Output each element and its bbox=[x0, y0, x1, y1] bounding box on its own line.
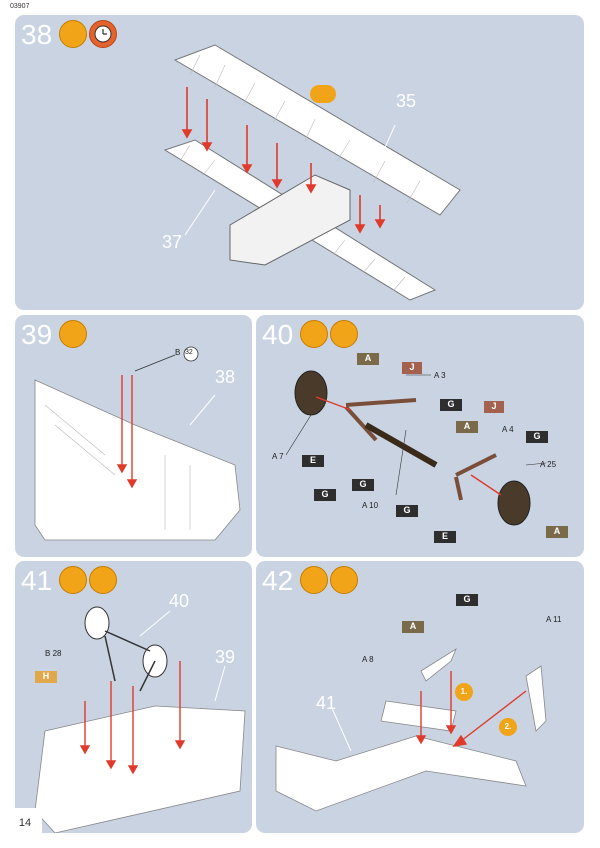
step-41-panel: 41 40 39 B 28 H bbox=[15, 561, 252, 833]
step-40-drawing bbox=[285, 370, 547, 526]
part-a25: A 25 bbox=[540, 460, 557, 469]
part-a8: A 8 bbox=[362, 655, 374, 664]
flag-e-2: E bbox=[434, 531, 456, 543]
step-40-panel: 40 A J G A J G E G G G E A A 3 A 4 A 7 A… bbox=[256, 315, 584, 557]
flag-g-5: G bbox=[396, 505, 418, 517]
part-letter: B bbox=[175, 348, 181, 357]
step-39-drawing bbox=[34, 346, 241, 541]
flag-g-3: G bbox=[352, 479, 374, 491]
step-38-panel: 38 35 bbox=[15, 15, 584, 310]
kit-code: 03907 bbox=[10, 3, 30, 10]
step-39-panel: 39 B 32 38 bbox=[15, 315, 252, 557]
flag-g: G bbox=[440, 399, 462, 411]
flag-g-2: G bbox=[526, 431, 548, 443]
glue-icon bbox=[59, 320, 87, 348]
step-41-drawing bbox=[34, 606, 246, 833]
label-35: 35 bbox=[396, 91, 417, 111]
flag-j: J bbox=[402, 362, 422, 374]
step-38-drawing bbox=[163, 44, 461, 301]
sequence-2: 2. bbox=[499, 718, 517, 736]
flag-a-3: A bbox=[546, 526, 568, 538]
step-42-panel: 42 41 G A A 8 A 11 1. 2. bbox=[256, 561, 584, 833]
label-39: 39 bbox=[215, 647, 236, 667]
glue-icon bbox=[300, 320, 328, 348]
flag-g: G bbox=[456, 594, 478, 606]
flag-e: E bbox=[302, 455, 324, 467]
flag-a: A bbox=[357, 353, 379, 365]
part-a3: A 3 bbox=[434, 371, 446, 380]
flag-a: A bbox=[402, 621, 424, 633]
step-number: 40 bbox=[262, 319, 294, 350]
step-number: 42 bbox=[262, 565, 294, 596]
step-42-drawing bbox=[275, 647, 547, 812]
clock-icon bbox=[89, 20, 117, 48]
step-number: 41 bbox=[21, 565, 53, 596]
part-a4: A 4 bbox=[502, 425, 514, 434]
label-38: 38 bbox=[215, 367, 236, 387]
paintbrush-icon bbox=[330, 566, 358, 594]
flag-g-4: G bbox=[314, 489, 336, 501]
label-41: 41 bbox=[316, 693, 337, 713]
glue-icon bbox=[59, 566, 87, 594]
part-b28: B 28 bbox=[45, 649, 62, 658]
part-a10: A 10 bbox=[362, 501, 379, 510]
page-number: 14 bbox=[8, 808, 42, 838]
label-40: 40 bbox=[169, 591, 190, 611]
step-number: 38 bbox=[21, 19, 53, 50]
part-a11: A 11 bbox=[546, 615, 562, 624]
flag-j-2: J bbox=[484, 401, 504, 413]
flag-a-2: A bbox=[456, 421, 478, 433]
step-number: 39 bbox=[21, 319, 53, 350]
label-37: 37 bbox=[162, 232, 183, 252]
glue-icon bbox=[300, 566, 328, 594]
paintbrush-icon bbox=[89, 566, 117, 594]
sequence-1: 1. bbox=[455, 683, 473, 701]
paintbrush-icon bbox=[330, 320, 358, 348]
part-number: 32 bbox=[185, 349, 193, 356]
flag-h: H bbox=[35, 671, 57, 683]
glue-icon bbox=[59, 20, 87, 48]
part-a7: A 7 bbox=[272, 452, 284, 461]
